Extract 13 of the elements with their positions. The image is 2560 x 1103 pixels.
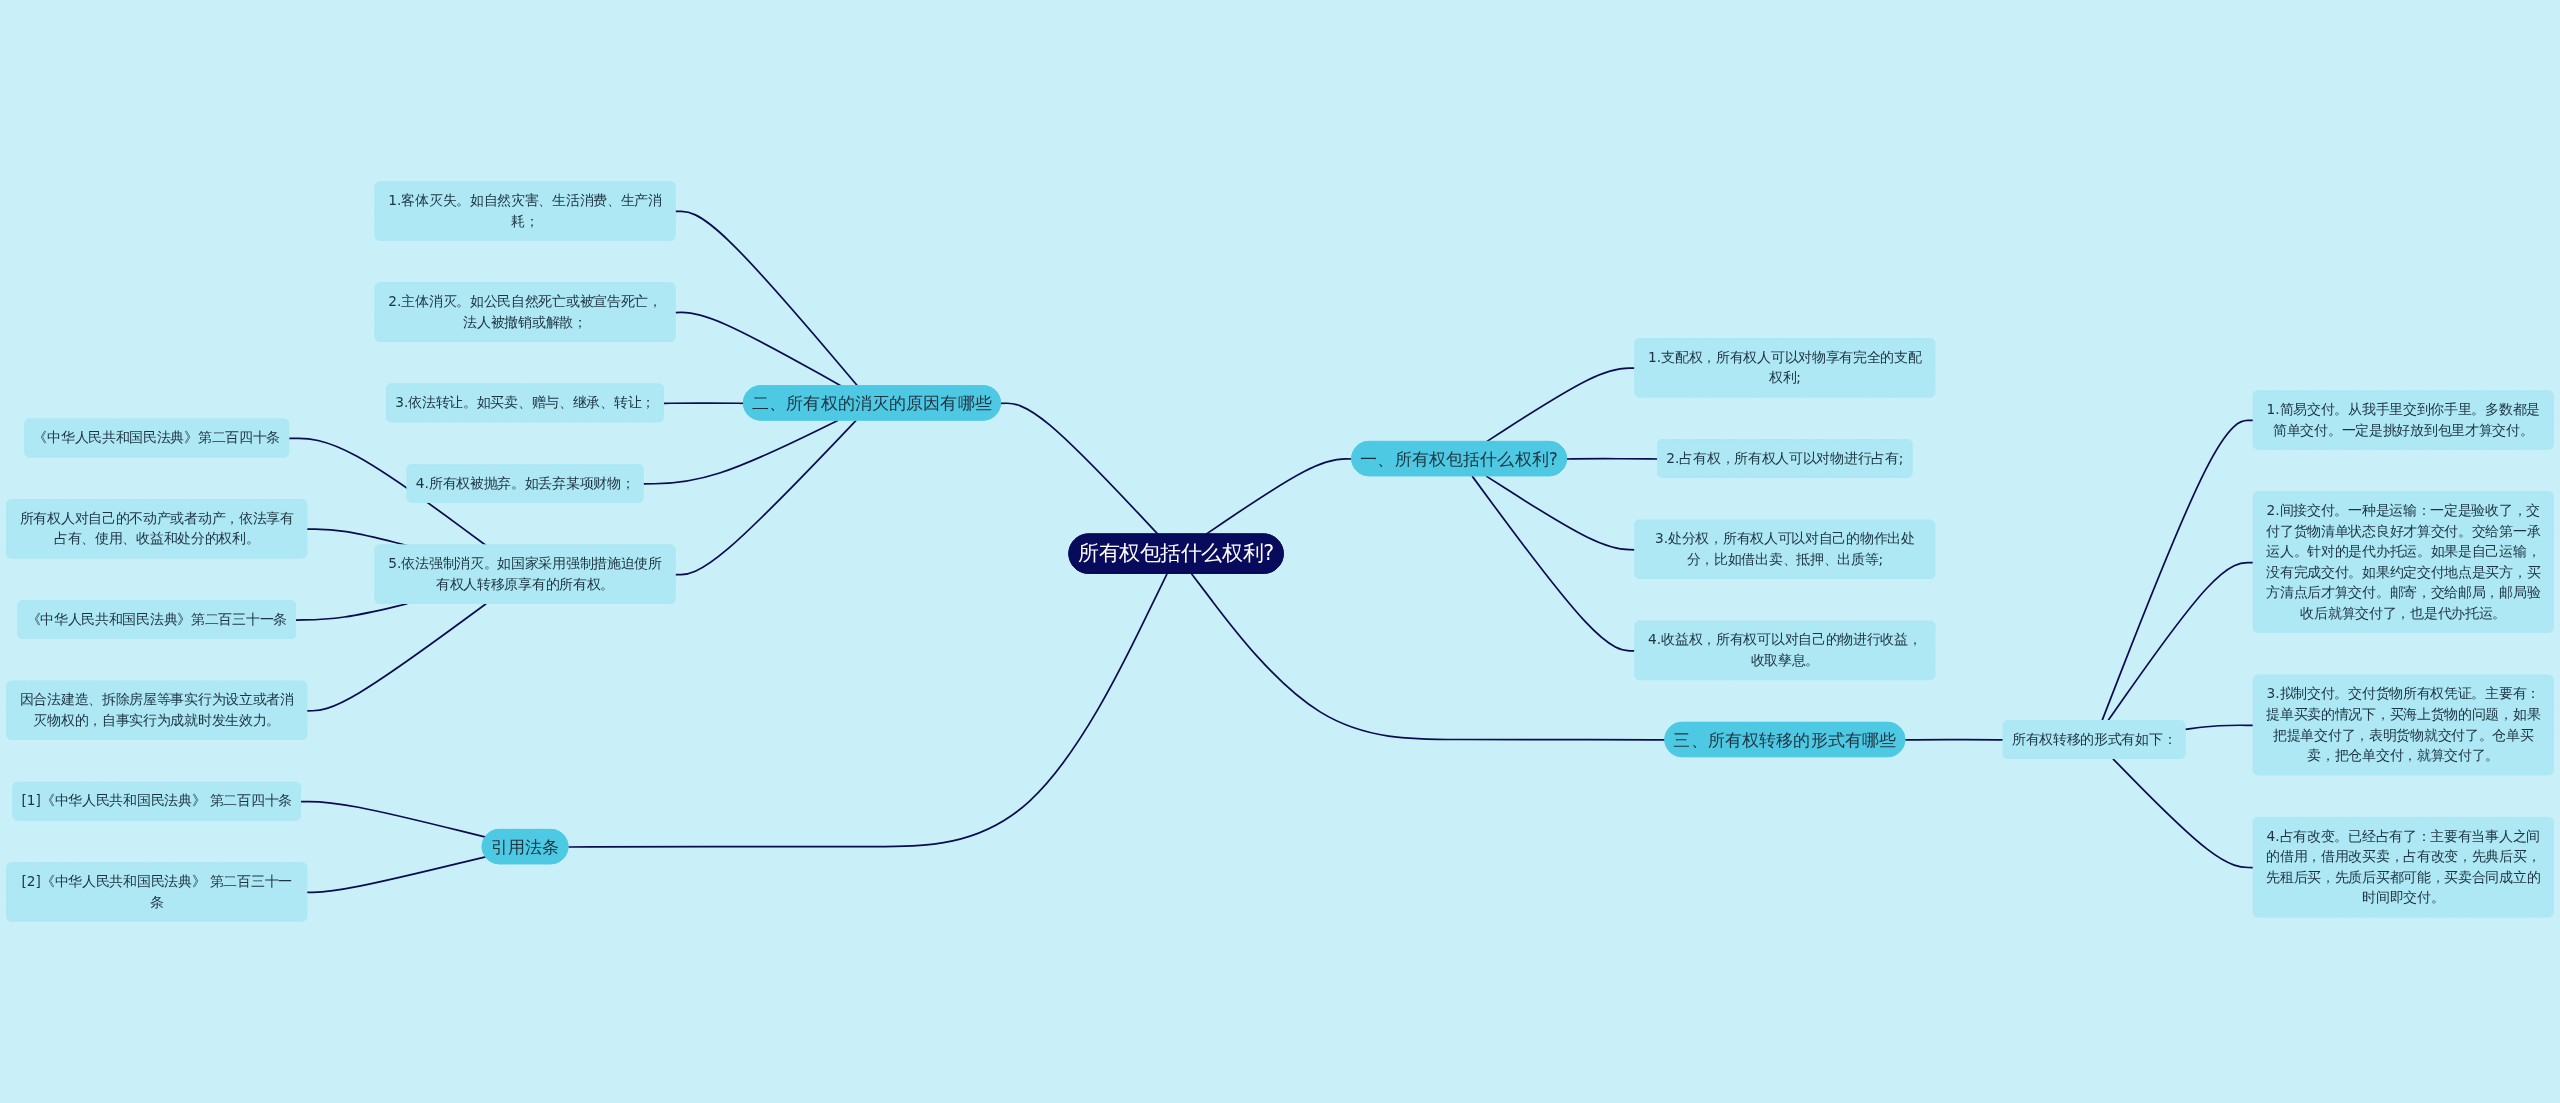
connector (2184, 724, 2255, 731)
connector (288, 437, 487, 547)
connector (663, 402, 745, 405)
connector (2112, 757, 2255, 869)
connector (2101, 419, 2255, 722)
connector (306, 602, 487, 712)
connector (567, 572, 1168, 848)
connector (306, 855, 487, 894)
connector (300, 800, 487, 839)
connector (674, 419, 857, 576)
connector (642, 419, 839, 485)
connector (1904, 738, 2005, 741)
connector (2106, 561, 2255, 722)
